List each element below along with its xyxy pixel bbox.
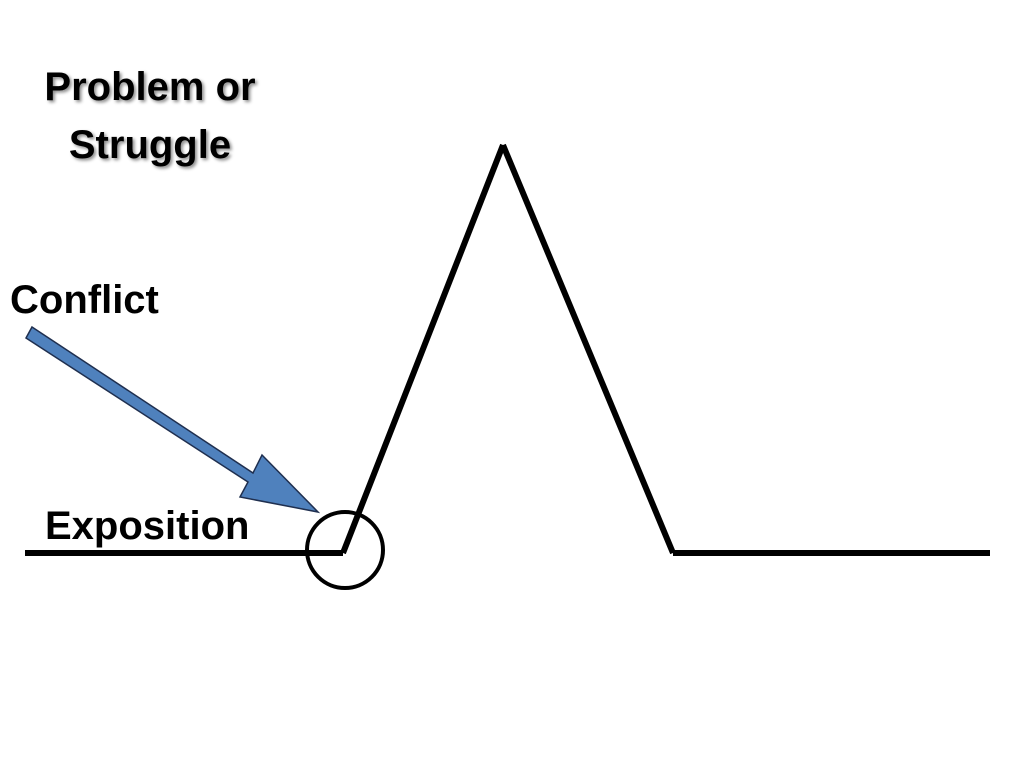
arrow-icon	[25, 325, 321, 514]
exposition-label: Exposition	[45, 504, 250, 548]
title-line-1: Problem or	[44, 65, 256, 109]
falling-action-line	[500, 143, 676, 555]
conflict-label: Conflict	[10, 278, 159, 322]
highlight-circle	[305, 510, 385, 590]
rising-action-line	[340, 143, 506, 555]
title-line-2: Struggle	[68, 123, 232, 167]
title-label: Problem or Struggle	[20, 58, 280, 174]
